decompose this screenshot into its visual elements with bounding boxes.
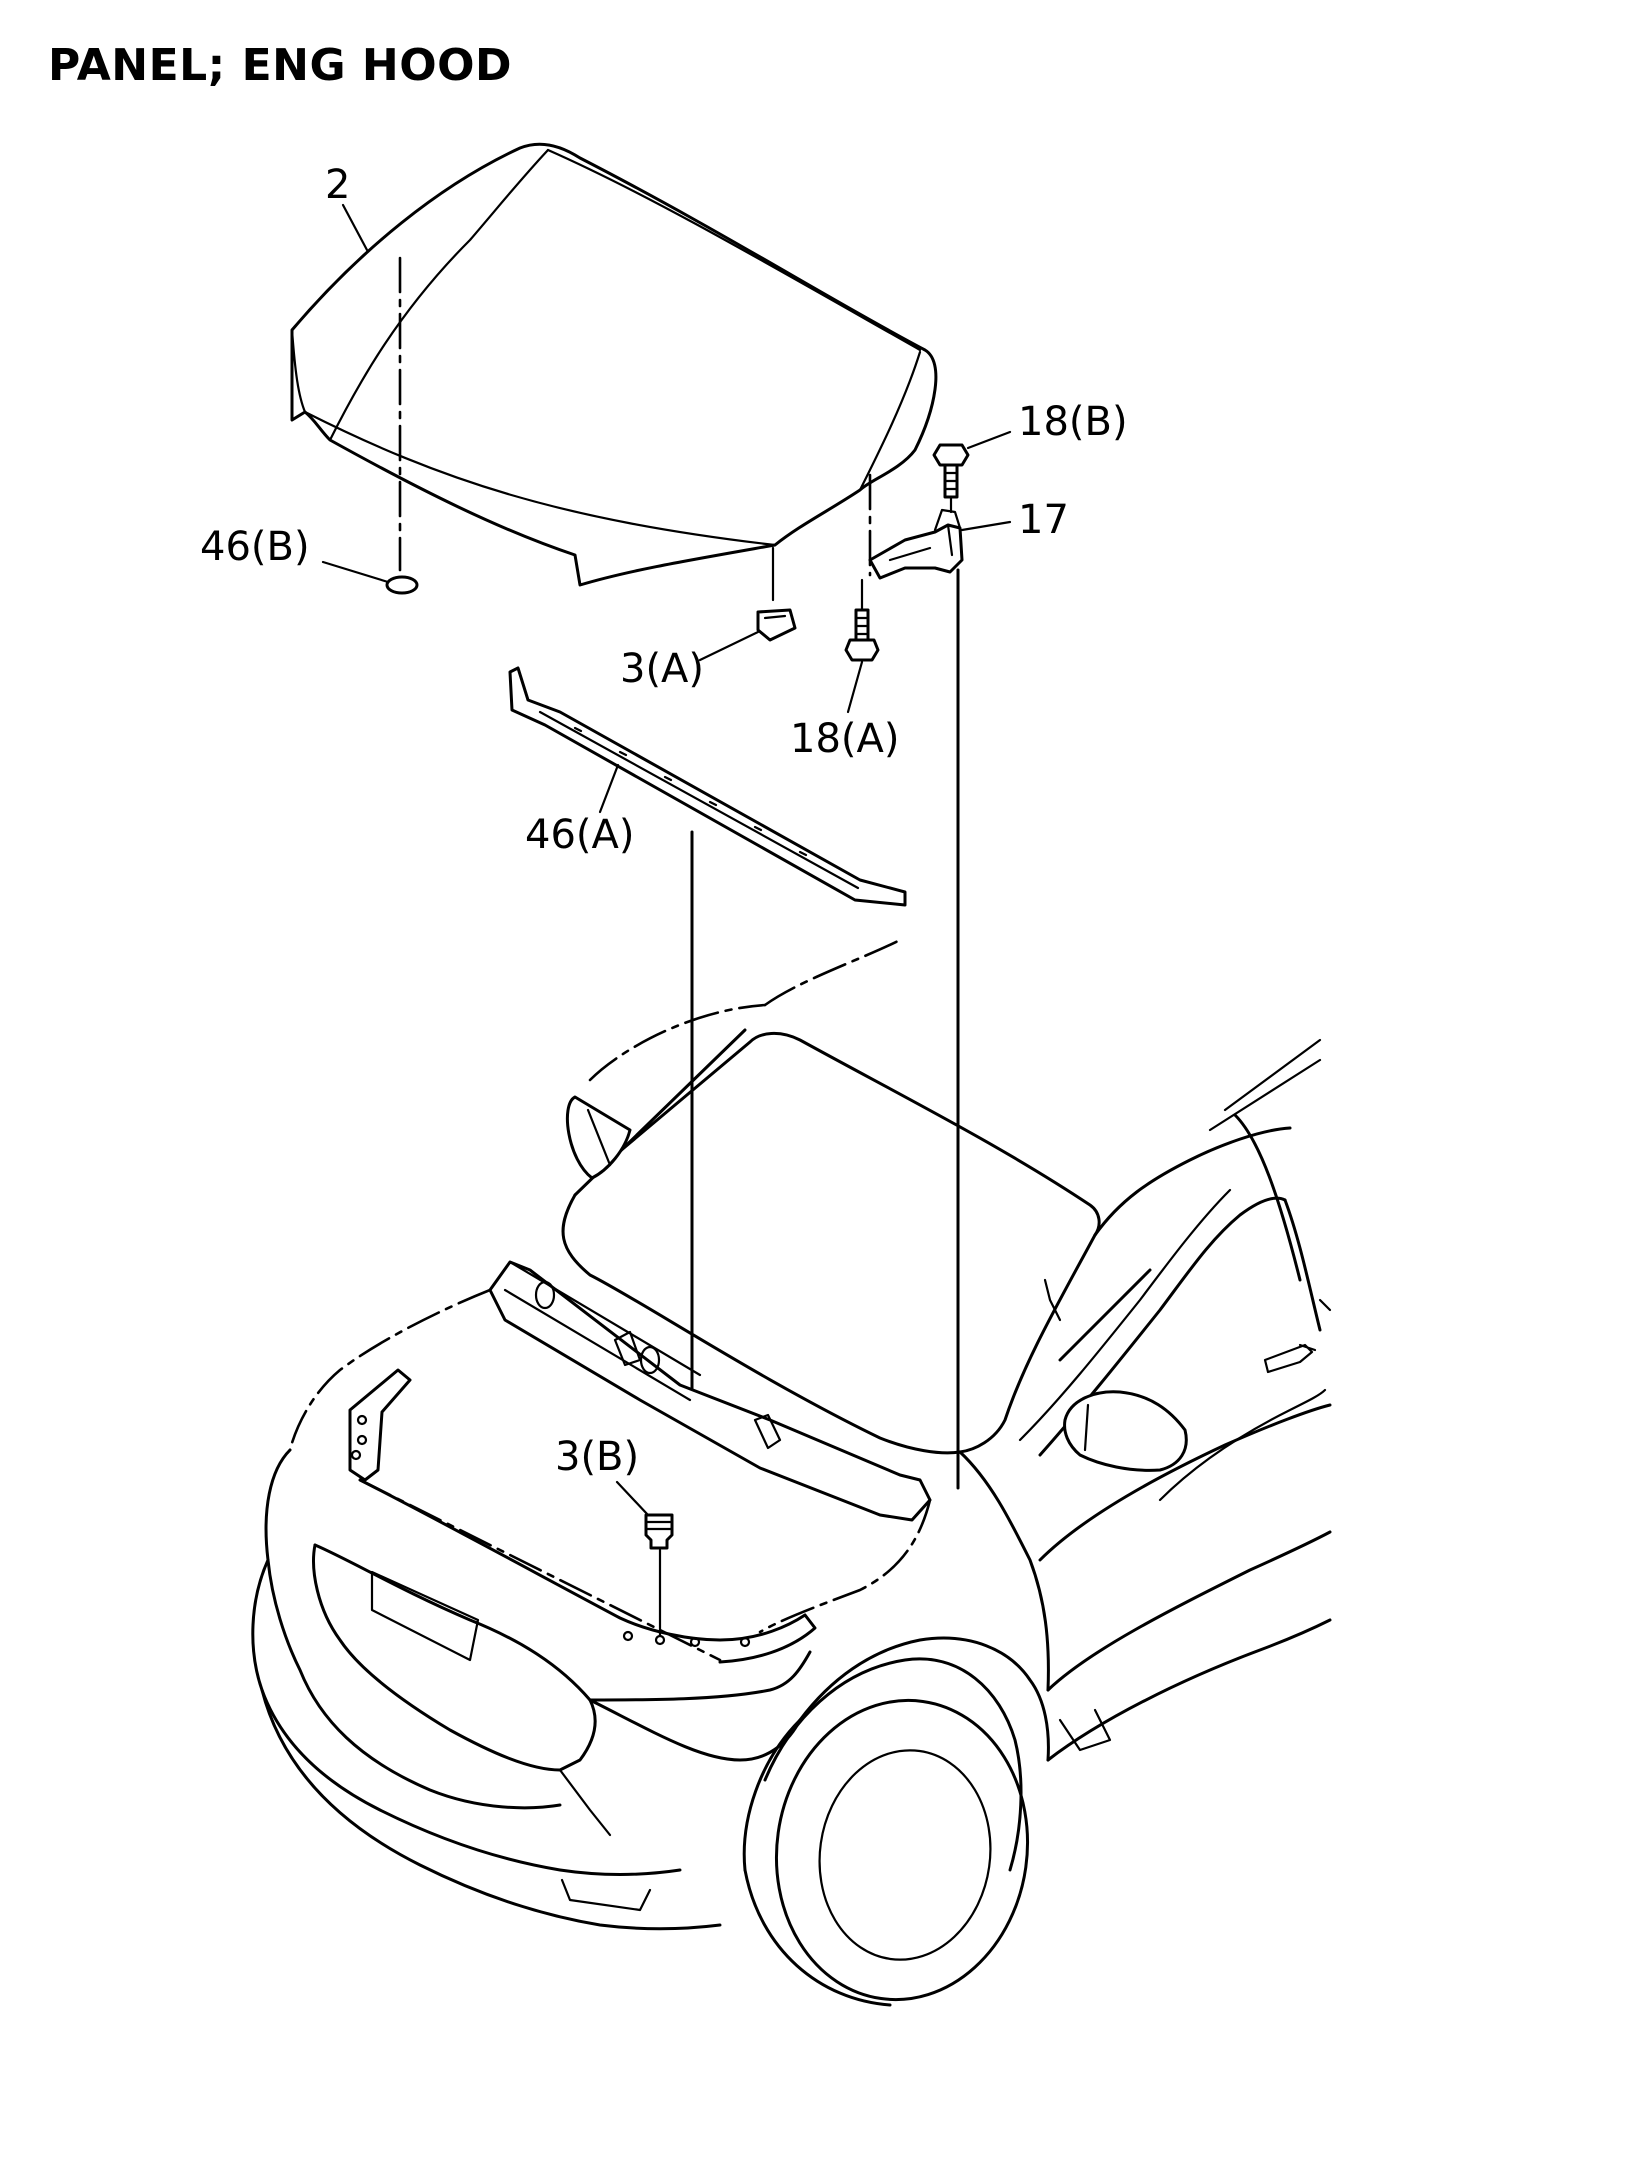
callout-18b: 18(B) (1018, 399, 1128, 445)
leader-46a (598, 763, 620, 814)
vehicle-body: 3(B) (251, 938, 1332, 2007)
part-18b-bolt (932, 443, 970, 499)
leader-17 (960, 520, 1012, 532)
part-3a-bumper (756, 608, 797, 642)
leader-18a (846, 660, 864, 714)
callout-3a: 3(A) (620, 646, 704, 692)
leader-46b (321, 560, 390, 584)
callout-46a: 46(A) (525, 812, 634, 858)
part-46a-weatherstrip (508, 666, 907, 907)
part-46b-pad (385, 575, 419, 595)
callout-3b: 3(B) (555, 1434, 639, 1480)
part-18a-bolt (844, 608, 880, 662)
hood-panel (290, 142, 938, 587)
leader-3b (615, 1480, 650, 1517)
part-3b-bumper (644, 1513, 674, 1550)
callout-2: 2 (325, 162, 350, 208)
callout-18a: 18(A) (790, 716, 899, 762)
part-17-hinge (868, 508, 964, 580)
diagram-title: PANEL; ENG HOOD (48, 40, 513, 91)
leader-18b (966, 430, 1012, 450)
callout-46b: 46(B) (200, 524, 310, 570)
leader-2 (341, 203, 369, 252)
leader-3a (698, 630, 760, 662)
callout-17: 17 (1018, 497, 1069, 543)
